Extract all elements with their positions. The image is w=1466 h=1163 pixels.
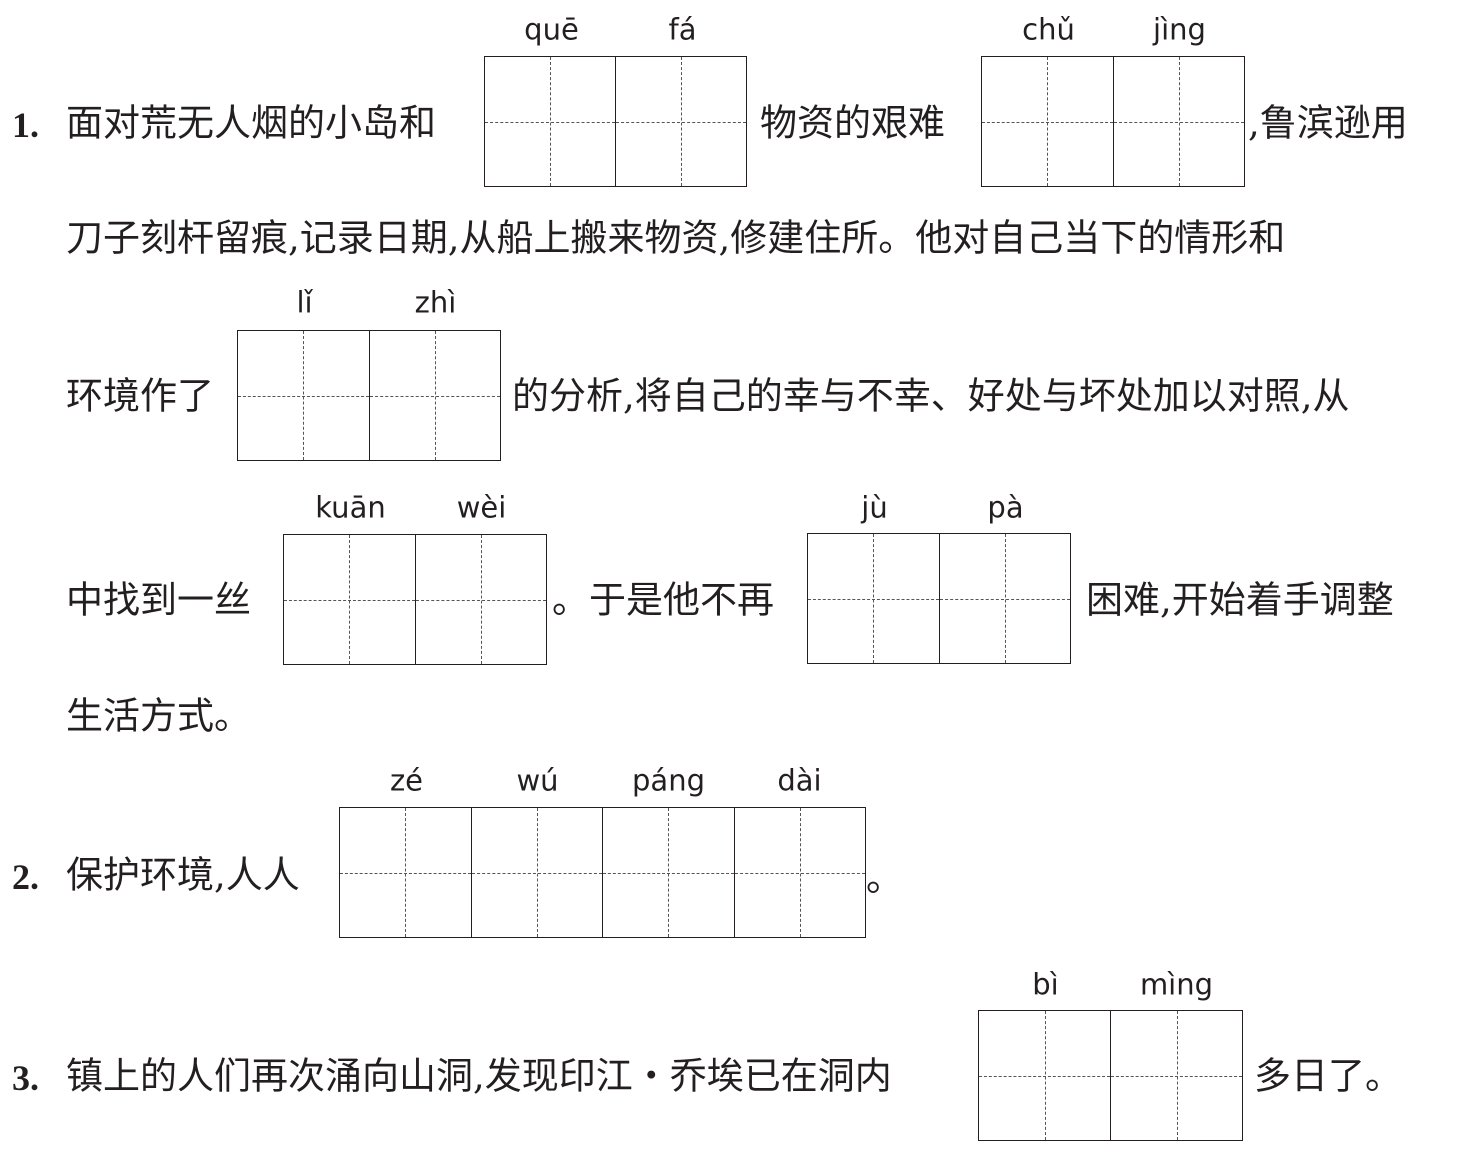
answer-grid-zewupangdai[interactable]: [339, 807, 866, 938]
pinyin-que: quē: [524, 12, 579, 47]
answer-cell[interactable]: [238, 331, 369, 460]
pinyin-chu: chǔ: [1022, 12, 1075, 47]
answer-grid-biming[interactable]: [978, 1010, 1243, 1141]
q1-line4-text-a: 中找到一丝: [66, 578, 251, 622]
answer-cell[interactable]: [1110, 1011, 1242, 1140]
q1-line1-text-a: 面对荒无人烟的小岛和: [66, 101, 436, 145]
answer-grid-chujing[interactable]: [981, 56, 1245, 187]
q3-text-b: 多日了。: [1254, 1054, 1402, 1098]
answer-cell[interactable]: [284, 535, 415, 664]
q1-line1-text-c: ,鲁滨逊用: [1248, 101, 1408, 145]
question-number-1: 1.: [12, 105, 39, 145]
answer-cell[interactable]: [414, 535, 547, 664]
pinyin-ze: zé: [389, 763, 424, 798]
q1-line3-text-a: 环境作了: [66, 374, 214, 418]
q1-line5-text: 生活方式。: [66, 694, 251, 738]
pinyin-wu: wú: [516, 763, 559, 798]
q3-text-a: 镇上的人们再次涌向山洞,发现印江・乔埃已在洞内: [66, 1054, 892, 1098]
answer-grid-jupa[interactable]: [807, 533, 1071, 664]
q1-line4-text-b: 。于是他不再: [552, 578, 774, 622]
pinyin-ming: mìng: [1139, 967, 1214, 1002]
answer-grid-lizhi[interactable]: [237, 330, 501, 461]
pinyin-li: lǐ: [296, 285, 313, 320]
answer-cell[interactable]: [733, 808, 866, 937]
answer-cell[interactable]: [938, 534, 1071, 663]
pinyin-fa: fá: [668, 12, 697, 47]
pinyin-ju: jù: [861, 490, 888, 525]
pinyin-zhi: zhì: [414, 285, 457, 320]
q1-line3-text-b: 的分析,将自己的幸与不幸、好处与坏处加以对照,从: [512, 374, 1350, 418]
answer-cell[interactable]: [368, 331, 501, 460]
answer-cell[interactable]: [979, 1011, 1110, 1140]
q2-text-b: 。: [866, 856, 903, 900]
pinyin-bi: bì: [1032, 967, 1059, 1002]
q1-line4-text-c: 困难,开始着手调整: [1086, 578, 1394, 622]
answer-grid-quefa[interactable]: [484, 56, 747, 187]
answer-cell[interactable]: [808, 534, 939, 663]
pinyin-pang: páng: [632, 763, 705, 798]
q1-line1-text-b: 物资的艰难: [760, 101, 945, 145]
pinyin-jing: jìng: [1153, 12, 1206, 47]
pinyin-pa: pà: [987, 490, 1024, 525]
pinyin-wei: wèi: [456, 490, 507, 525]
answer-cell[interactable]: [470, 808, 603, 937]
answer-cell[interactable]: [602, 808, 734, 937]
answer-cell[interactable]: [615, 57, 746, 186]
question-number-3: 3.: [12, 1058, 39, 1098]
pinyin-dai: dài: [777, 763, 822, 798]
answer-cell[interactable]: [982, 57, 1113, 186]
answer-cell[interactable]: [340, 808, 471, 937]
answer-grid-kuanwei[interactable]: [283, 534, 547, 665]
question-number-2: 2.: [12, 857, 39, 897]
pinyin-kuan: kuān: [315, 490, 386, 525]
answer-cell[interactable]: [485, 57, 615, 186]
q2-text-a: 保护环境,人人: [66, 853, 300, 897]
answer-cell[interactable]: [1112, 57, 1245, 186]
q1-line2-text: 刀子刻杆留痕,记录日期,从船上搬来物资,修建住所。他对自己当下的情形和: [66, 216, 1286, 260]
